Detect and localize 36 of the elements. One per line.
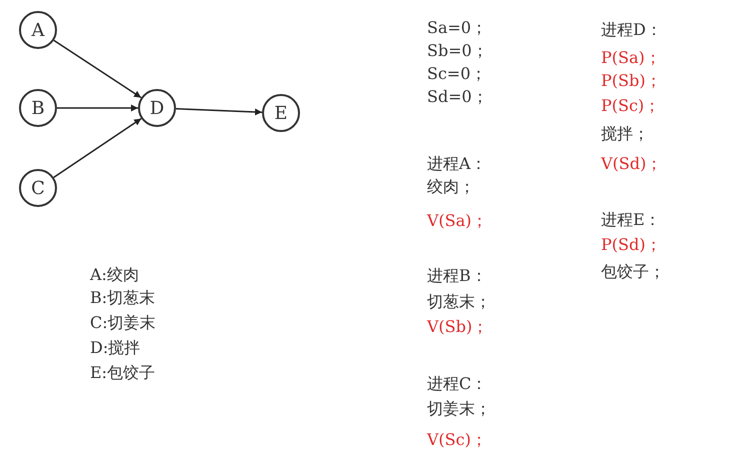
code-line: 切姜末； [427, 398, 491, 420]
code-line: 进程B： [427, 265, 487, 287]
code-line: Sb=0； [427, 40, 488, 62]
process-circle: C [19, 169, 57, 207]
code-line: Sc=0； [427, 63, 487, 85]
arrow [176, 108, 262, 116]
process-circle: D [138, 89, 176, 127]
code-line: P(Sd)； [601, 234, 662, 256]
code-line: 进程E： [601, 209, 661, 231]
code-line: P(Sc)； [601, 95, 660, 117]
code-line: 进程A： [427, 153, 487, 175]
legend-text: B:切葱末 [90, 287, 156, 309]
legend-text: C:切姜末 [90, 312, 156, 334]
legend-text: D:搅拌 [90, 337, 140, 359]
arrow [57, 104, 138, 112]
process-circle: B [19, 89, 57, 127]
process-circle: A [19, 11, 57, 49]
code-line: Sd=0； [427, 86, 488, 108]
code-line: V(Sc)； [427, 429, 487, 451]
code-line: Sa=0； [427, 17, 488, 39]
code-line: V(Sd)； [601, 153, 662, 175]
legend-text: A:绞肉 [90, 264, 139, 286]
legend-text: E:包饺子 [90, 362, 156, 384]
code-line: 搅拌； [601, 123, 649, 145]
process-circle: E [262, 94, 300, 132]
arrow [53, 118, 142, 178]
code-line: P(Sa)； [601, 47, 661, 69]
code-line: 绞肉； [427, 176, 475, 198]
arrow [53, 40, 142, 98]
code-line: 包饺子； [601, 261, 665, 283]
code-line: 进程C： [427, 373, 488, 395]
code-line: V(Sa)； [427, 210, 488, 232]
code-line: V(Sb)； [427, 316, 488, 338]
code-line: 切葱末； [427, 291, 491, 313]
code-line: P(Sb)； [601, 70, 662, 92]
code-line: 进程D： [601, 19, 662, 41]
